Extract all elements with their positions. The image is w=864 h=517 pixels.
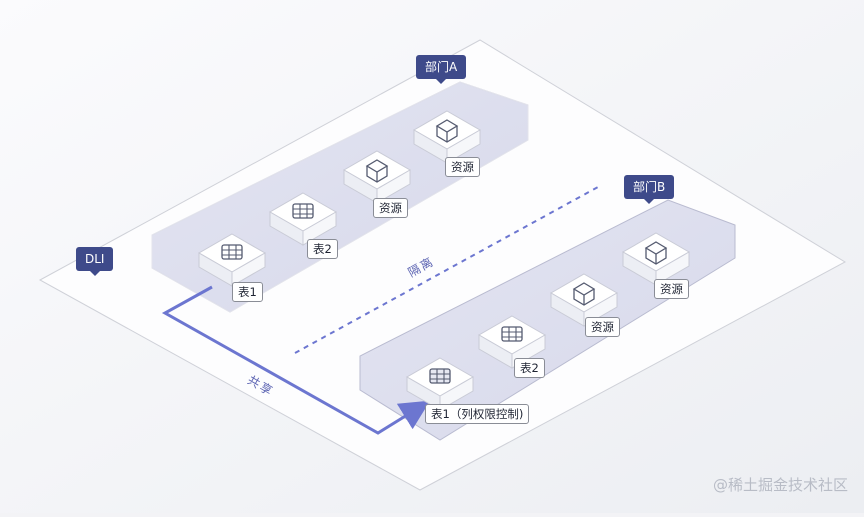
cube-icon	[435, 119, 459, 143]
dept-a-item-4-label: 资源	[445, 157, 480, 177]
dept-a-item-1-label: 表1	[232, 282, 263, 302]
dept-b-item-4-label: 资源	[654, 279, 689, 299]
dept-a-item-3-block	[342, 150, 412, 204]
cube-icon	[572, 282, 596, 306]
department-a-badge: 部门A	[416, 55, 467, 84]
dept-b-item-3-block	[549, 273, 619, 327]
dept-b-item-1-label: 表1（列权限控制)	[425, 404, 530, 424]
dept-a-item-4-block	[412, 110, 482, 164]
cube-icon	[365, 159, 389, 183]
resource-items	[197, 110, 691, 411]
dli-badge: DLI	[76, 247, 114, 276]
table-icon	[292, 203, 314, 219]
dept-b-item-4-block	[621, 232, 691, 286]
dept-a-item-1-block	[197, 233, 267, 287]
dept-b-item-2-label: 表2	[514, 358, 545, 378]
table-column-control-icon	[429, 368, 451, 384]
dept-a-item-2-label: 表2	[307, 239, 338, 259]
cube-icon	[644, 241, 668, 265]
dept-b-item-3-label: 资源	[585, 317, 620, 337]
isolation-line	[294, 186, 599, 354]
watermark: @稀土掘金技术社区	[712, 476, 848, 494]
department-b-badge: 部门B	[624, 175, 675, 204]
dept-b-item-1-block	[405, 357, 475, 411]
dept-a-item-2-block	[268, 192, 338, 246]
dept-a-item-3-label: 资源	[373, 198, 408, 218]
dli-platform	[38, 39, 847, 491]
table-icon	[501, 326, 523, 342]
share-arrow	[161, 285, 431, 435]
table-icon	[221, 244, 243, 260]
